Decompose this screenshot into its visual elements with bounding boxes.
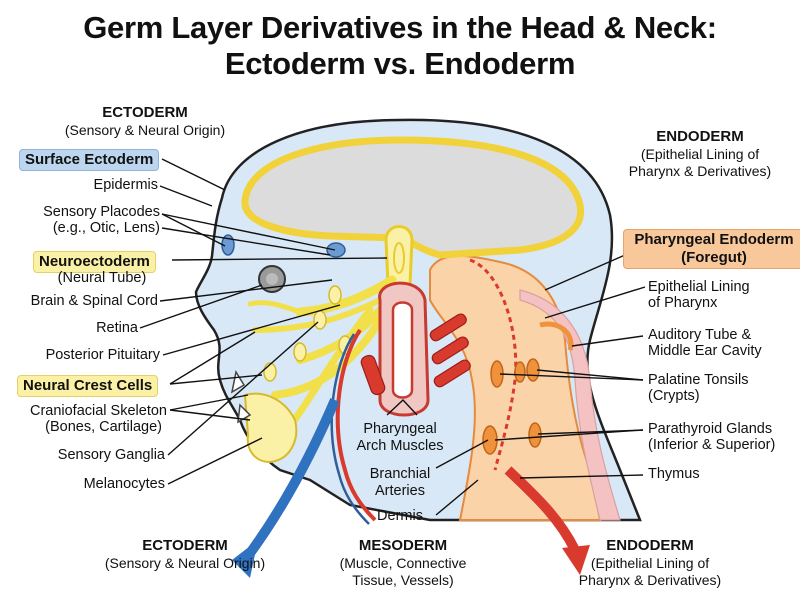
mesoderm-bottom-block: MESODERM (Muscle, Connective Tissue, Ves… — [318, 537, 488, 589]
title-line-2: Ectoderm vs. Endoderm — [224, 46, 576, 81]
label-arch-muscles-2: Arch Muscles — [356, 438, 444, 454]
endoderm-bottom-sub-1: (Epithelial Lining of — [590, 555, 710, 571]
label-sensory-placodes-2: (e.g., Otic, Lens) — [52, 220, 160, 236]
label-pharyngeal-endoderm-2: (Foregut) — [681, 249, 747, 266]
label-sensory-placodes-1: Sensory Placodes — [43, 204, 160, 220]
endoderm-bottom-heading: ENDODERM — [606, 537, 694, 554]
jaw-bone — [243, 392, 298, 464]
label-auditory-tube-1: Auditory Tube & — [648, 327, 752, 343]
diagram-title: Germ Layer Derivatives in the Head & Nec… — [0, 10, 800, 82]
endoderm-top-heading: ENDODERM — [656, 128, 744, 145]
label-epithelial-lining-2: of Pharynx — [648, 295, 718, 311]
label-neuroectoderm: Neuroectoderm — [33, 251, 156, 273]
endoderm-top-sub-1: (Epithelial Lining of — [640, 146, 760, 162]
leader-lines-right — [494, 254, 646, 479]
endoderm-top-sub-2: Pharynx & Derivatives) — [628, 163, 772, 179]
teeth — [230, 369, 252, 424]
label-pharyngeal-endoderm: Pharyngeal Endoderm (Foregut) — [623, 229, 800, 269]
mesoderm-bottom-sub-1: (Muscle, Connective — [339, 555, 467, 571]
endoderm-bottom-block: ENDODERM (Epithelial Lining of Pharynx &… — [555, 537, 745, 589]
label-craniofacial-2: (Bones, Cartilage) — [45, 419, 162, 435]
otic-placode — [326, 242, 346, 258]
label-neural-crest-cells: Neural Crest Cells — [17, 375, 159, 397]
endoderm-organs — [482, 358, 542, 455]
ectoderm-top-sub: (Sensory & Neural Origin) — [64, 122, 226, 138]
label-palatine-tonsils-1: Palatine Tonsils — [648, 372, 749, 388]
ectoderm-bottom-sub: (Sensory & Neural Origin) — [104, 555, 266, 571]
ectoderm-bottom-heading: ECTODERM — [142, 537, 228, 554]
leader-lines-left — [139, 158, 388, 485]
label-epidermis: Epidermis — [93, 177, 158, 193]
label-arch-muscles-1: Pharyngeal — [363, 421, 437, 437]
title-line-1: Germ Layer Derivatives in the Head & Nec… — [83, 10, 717, 45]
label-branchial-1: Branchial — [369, 466, 431, 482]
endoderm-top-block: ENDODERM (Epithelial Lining of Pharynx &… — [600, 128, 800, 180]
label-brain-spinal-cord: Brain & Spinal Cord — [30, 293, 158, 309]
pharynx-lumen-pink — [519, 289, 621, 521]
endoderm-bottom-sub-2: Pharynx & Derivatives) — [578, 572, 722, 588]
label-melanocytes: Melanocytes — [83, 476, 165, 492]
label-auditory-tube-2: Middle Ear Cavity — [648, 343, 762, 359]
label-parathyroid-1: Parathyroid Glands — [648, 421, 773, 437]
label-branchial-2: Arteries — [375, 483, 425, 499]
brain-cavity — [241, 136, 585, 259]
ectoderm-top-heading: ECTODERM — [102, 104, 188, 121]
mesoderm-bottom-heading: MESODERM — [358, 537, 448, 554]
ectoderm-top-block: ECTODERM (Sensory & Neural Origin) — [30, 104, 260, 139]
label-sensory-ganglia: Sensory Ganglia — [57, 447, 165, 463]
label-palatine-tonsils-2: (Crypts) — [648, 388, 700, 404]
label-posterior-pituitary: Posterior Pituitary — [45, 347, 160, 363]
label-epithelial-lining-1: Epithelial Lining — [648, 279, 750, 295]
label-neural-tube: (Neural Tube) — [57, 270, 147, 286]
mesoderm-bottom-sub-2: Tissue, Vessels) — [352, 572, 454, 588]
label-thymus: Thymus — [648, 466, 700, 482]
label-pharyngeal-endoderm-1: Pharyngeal Endoderm — [634, 231, 794, 248]
arch-muscle-bars — [360, 313, 471, 396]
auditory-tube — [539, 321, 574, 351]
label-surface-ectoderm: Surface Ectoderm — [19, 149, 160, 171]
label-craniofacial-1: Craniofacial Skeleton — [29, 403, 167, 419]
endoderm-arrow — [504, 466, 580, 553]
label-dermis: Dermis — [377, 508, 423, 524]
label-parathyroid-2: (Inferior & Superior) — [648, 437, 776, 453]
label-retina: Retina — [96, 320, 138, 336]
ectoderm-bottom-block: ECTODERM (Sensory & Neural Origin) — [90, 537, 280, 572]
branchial-artery-red — [335, 328, 377, 522]
branchial-artery-blue — [330, 333, 370, 525]
leader-lines-center — [386, 399, 489, 516]
